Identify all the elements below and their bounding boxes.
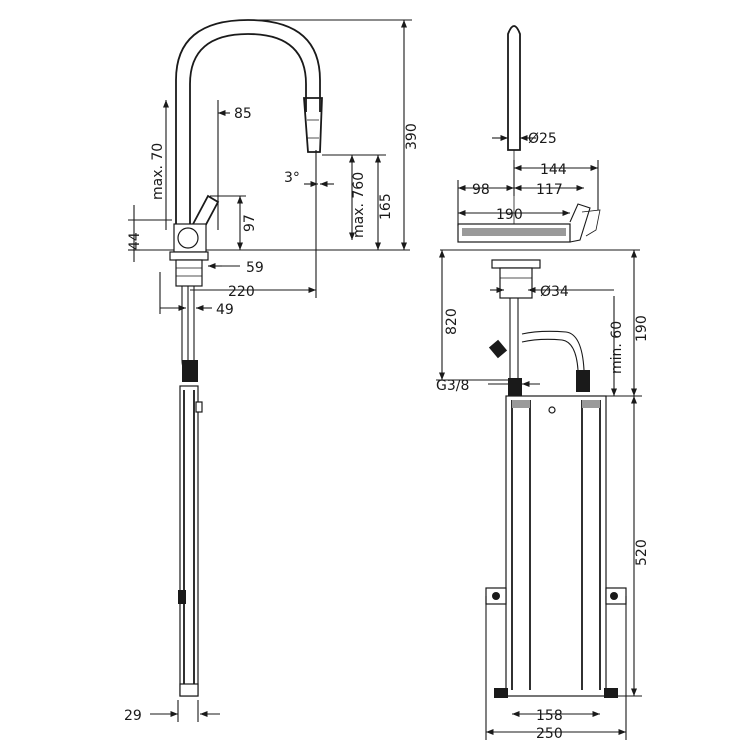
bracket — [178, 590, 186, 604]
cartridge-circle — [177, 227, 199, 249]
dim-390: 390 — [404, 123, 420, 150]
dim-820: 820 — [444, 308, 460, 335]
mount-nut — [175, 259, 203, 287]
dim-190v: 190 — [634, 315, 650, 342]
dim-max760: max. 760 — [351, 172, 367, 238]
dim-49: 49 — [216, 302, 234, 318]
dim-d34: Ø34 — [540, 284, 569, 300]
dim-165: 165 — [378, 193, 394, 220]
front-view: Ø25 144 98 117 190 820 Ø34 min. 60 190 — [436, 25, 650, 742]
front-spout — [507, 25, 521, 151]
spray-head-detail — [307, 119, 319, 139]
side-view: 85 max. 70 44 97 59 220 49 3° max. — [124, 19, 420, 724]
dim-d25: Ø25 — [528, 131, 557, 147]
dim-max70: max. 70 — [150, 143, 166, 200]
dim-117: 117 — [536, 182, 563, 198]
hose-left — [181, 286, 191, 373]
base-front — [499, 267, 533, 299]
dim-144: 144 — [540, 162, 567, 178]
dim-98: 98 — [472, 182, 490, 198]
cabinet-front — [505, 395, 607, 697]
dim-85: 85 — [234, 106, 252, 122]
cabinet-profile — [179, 385, 199, 697]
hose-bend — [521, 330, 585, 371]
dim-44: 44 — [127, 232, 143, 250]
dim-29: 29 — [124, 708, 142, 724]
spout-inner — [189, 33, 307, 228]
spout-outer — [175, 19, 321, 228]
dim-158: 158 — [536, 708, 563, 724]
dim-220: 220 — [228, 284, 255, 300]
dim-59: 59 — [246, 260, 264, 276]
base-plate — [169, 251, 209, 261]
dim-250: 250 — [536, 726, 563, 742]
dim-97: 97 — [242, 214, 258, 232]
hose-connector — [182, 360, 198, 382]
dim-520: 520 — [634, 539, 650, 566]
lever-front — [569, 203, 591, 243]
dim-3deg: 3° — [284, 170, 300, 186]
dim-190: 190 — [496, 207, 523, 223]
dim-min60: min. 60 — [609, 321, 625, 374]
dim-g38: G3/8 — [436, 378, 469, 394]
spray-head — [303, 97, 323, 153]
